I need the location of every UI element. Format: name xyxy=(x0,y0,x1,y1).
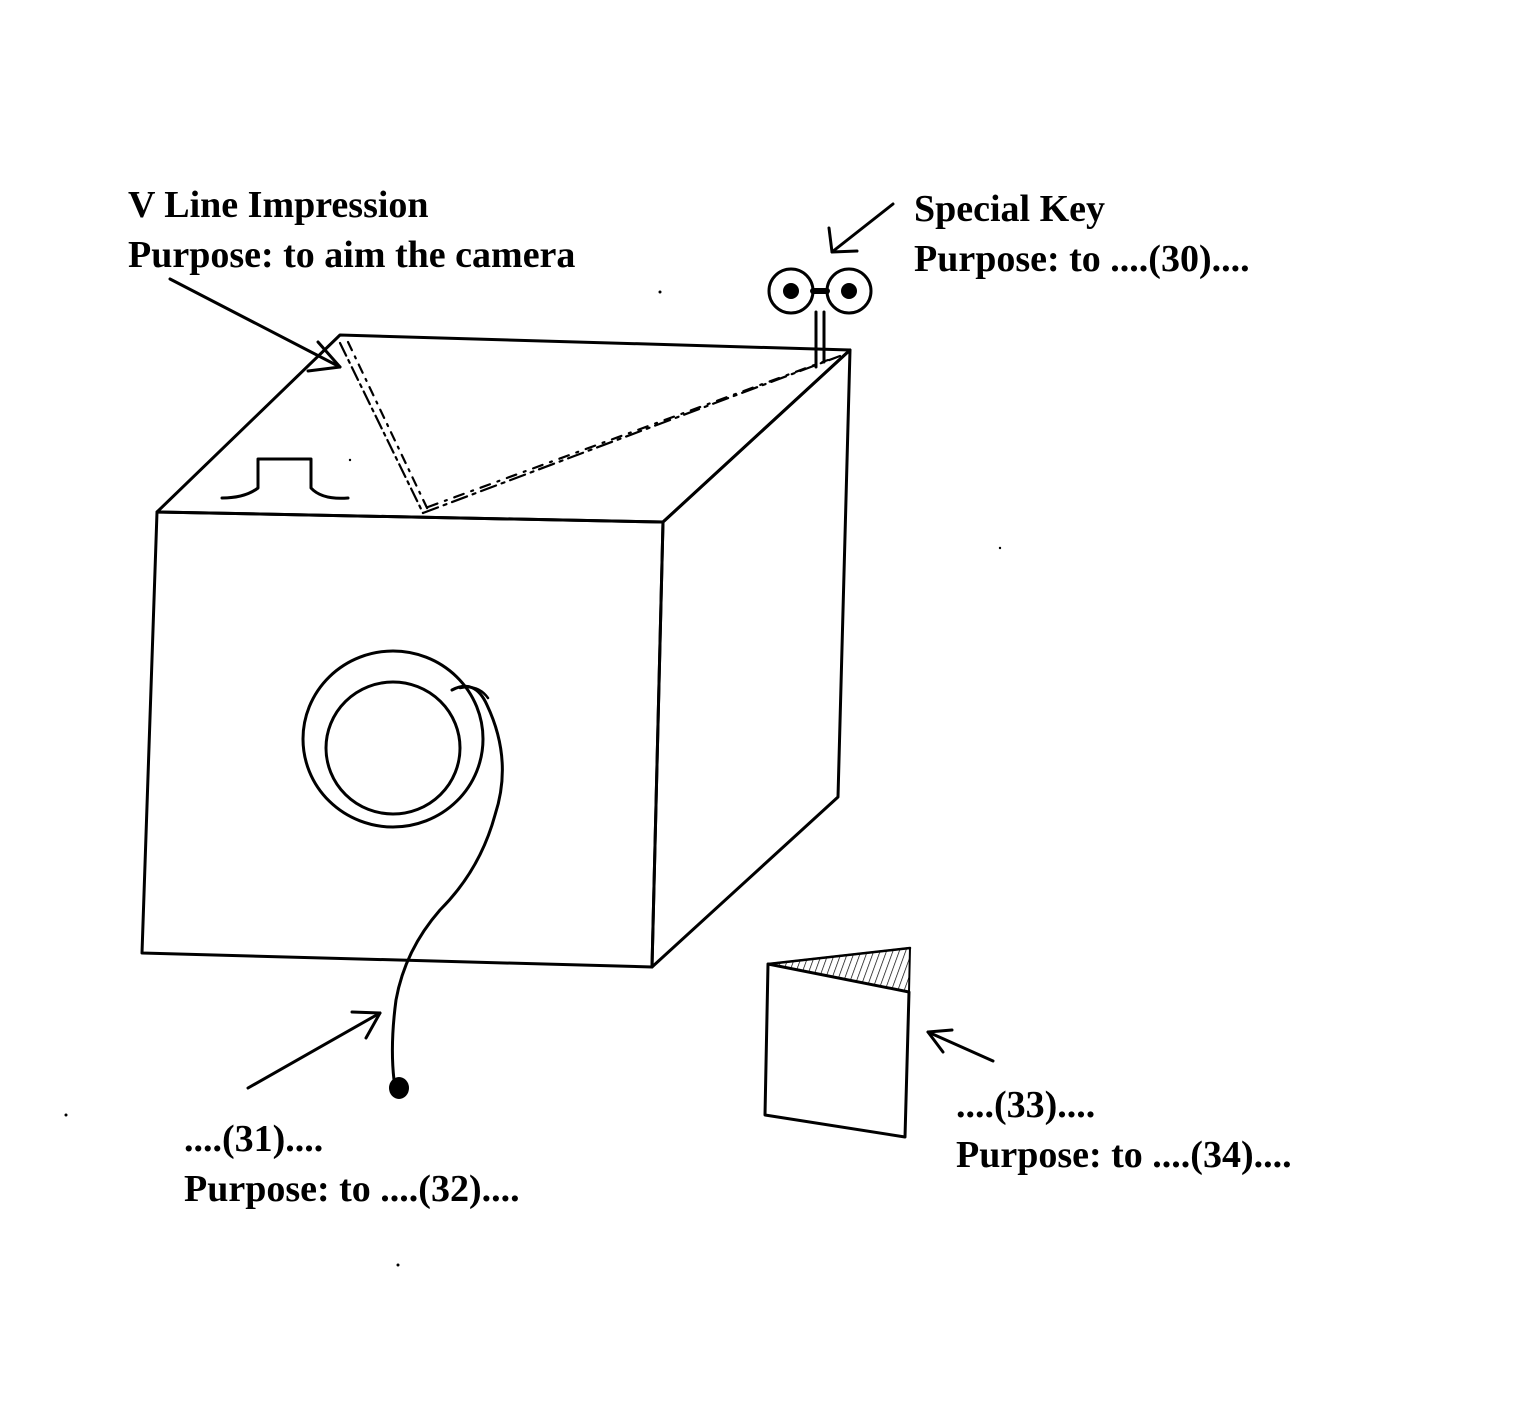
label-v-line-purpose: Purpose: to aim the camera xyxy=(128,234,576,276)
release-cord xyxy=(390,684,504,1082)
arrow-33 xyxy=(926,1028,995,1063)
camera-front-face xyxy=(140,510,665,969)
arrow-v-line xyxy=(168,277,342,373)
label-special-key-purpose: Purpose: to ....(30).... xyxy=(914,238,1250,280)
label-part-33-title: ....(33).... xyxy=(956,1084,1096,1126)
label-special-key: Special Key Purpose: to ....(30).... xyxy=(914,184,1250,284)
label-special-key-title: Special Key xyxy=(914,188,1106,230)
label-v-line-title: V Line Impression xyxy=(128,184,429,226)
folded-card xyxy=(763,946,912,1139)
cord-plug xyxy=(389,1077,409,1099)
scan-speck xyxy=(64,1113,68,1117)
lens-outer-ring xyxy=(301,649,485,829)
label-part-31-title: ....(31).... xyxy=(184,1118,324,1160)
arrow-special-key xyxy=(827,202,895,254)
shutter-button xyxy=(220,457,350,500)
scan-speck xyxy=(396,1263,400,1267)
special-key-icon xyxy=(767,267,873,369)
camera-right-face xyxy=(650,348,852,969)
scan-speck xyxy=(998,546,1002,550)
lens-inner xyxy=(324,680,462,816)
camera-top-face xyxy=(155,333,852,524)
release-cord-inner xyxy=(458,685,490,700)
special-key-right-dot xyxy=(841,283,857,299)
label-part-31-purpose: Purpose: to ....(32).... xyxy=(184,1168,520,1210)
label-part-33-purpose: Purpose: to ....(34).... xyxy=(956,1134,1292,1176)
label-v-line: V Line Impression Purpose: to aim the ca… xyxy=(128,180,575,280)
label-part-33: ....(33).... Purpose: to ....(34).... xyxy=(956,1080,1292,1180)
scan-speck xyxy=(348,458,352,462)
special-key-left-dot xyxy=(783,283,799,299)
scan-speck xyxy=(658,290,662,294)
v-line-impression xyxy=(338,340,842,515)
label-part-31: ....(31).... Purpose: to ....(32).... xyxy=(184,1114,520,1214)
arrow-31 xyxy=(246,1010,382,1090)
